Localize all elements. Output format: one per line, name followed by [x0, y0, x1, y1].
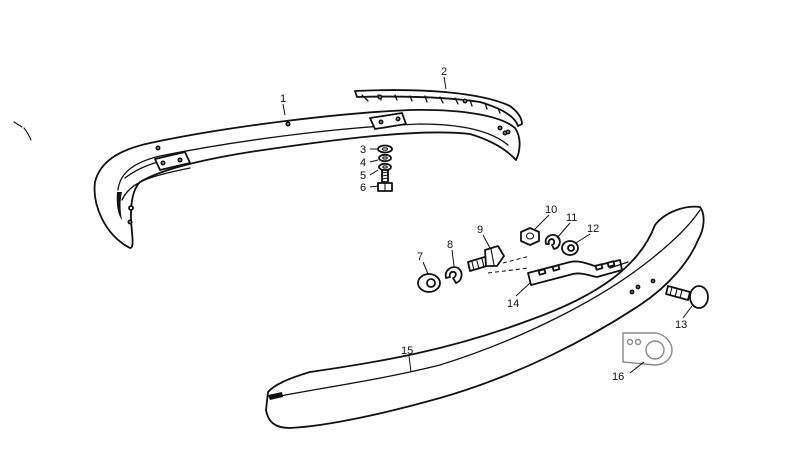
plate-16	[622, 332, 673, 366]
callout-15: 15	[401, 345, 413, 357]
callout-13: 13	[675, 319, 687, 331]
nut-10	[520, 227, 540, 246]
leader-10	[533, 214, 550, 231]
assembly-line	[502, 255, 531, 264]
leader-5	[369, 169, 379, 176]
leader-14	[515, 282, 531, 297]
callout-8: 8	[447, 239, 453, 251]
leader-16	[629, 361, 645, 374]
callout-14: 14	[507, 298, 519, 310]
leader-4	[369, 159, 379, 163]
callout-2: 2	[441, 66, 447, 78]
callout-9: 9	[477, 224, 483, 236]
leader-7	[422, 261, 429, 275]
washer-12	[561, 240, 579, 256]
washer-7	[417, 273, 441, 293]
washer-stack	[377, 144, 393, 192]
callout-12: 12	[587, 223, 599, 235]
trim-strip	[354, 89, 523, 135]
leader-1	[282, 103, 286, 116]
assembly-line	[487, 267, 529, 274]
callout-5: 5	[360, 170, 366, 182]
spring-washer-11	[544, 234, 561, 250]
callout-4: 4	[360, 157, 366, 169]
leader-9	[482, 234, 491, 249]
leader-12	[575, 233, 591, 244]
front-bumper	[93, 109, 521, 249]
rear-bumper	[265, 205, 705, 429]
bolt-13	[665, 285, 709, 309]
spring-washer-8	[444, 266, 463, 284]
leader-2	[443, 76, 447, 90]
leader-13	[682, 305, 693, 319]
callout-10: 10	[545, 204, 557, 216]
callout-3: 3	[360, 144, 366, 156]
callout-7: 7	[417, 251, 423, 263]
leader-15	[408, 355, 412, 373]
bolt-9	[467, 245, 505, 272]
leader-8	[451, 249, 455, 267]
callout-1: 1	[280, 93, 286, 105]
stray-mark	[13, 121, 32, 141]
leader-6	[369, 185, 379, 188]
callout-11: 11	[566, 212, 577, 224]
leader-11	[556, 222, 571, 239]
callout-16: 16	[612, 371, 624, 383]
callout-6: 6	[360, 182, 366, 194]
